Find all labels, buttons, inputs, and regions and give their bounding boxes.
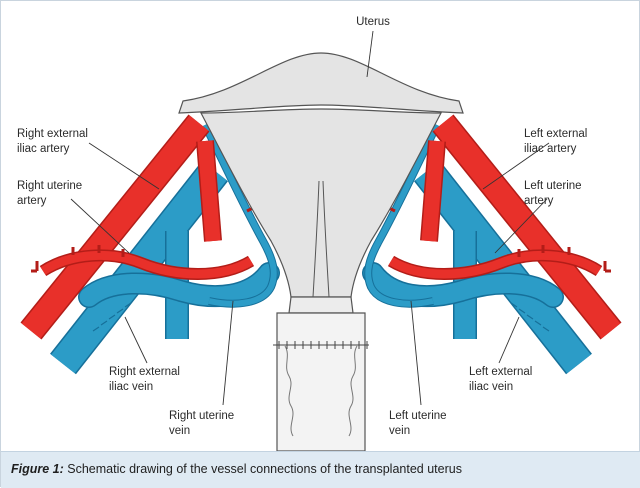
left-external-iliac-vein-label: Left external iliac vein <box>469 366 536 393</box>
uterus-cervix <box>288 296 354 314</box>
uterus <box>178 52 464 451</box>
left-uterine-artery-label-line2: artery <box>524 195 554 207</box>
left-external-iliac-artery-label: Left external iliac artery <box>524 128 591 155</box>
uterus-fundus <box>178 52 464 114</box>
uterus-leader <box>366 30 374 78</box>
right-vein-anastomosis-stitches <box>92 302 132 332</box>
left-vein-anastomosis-stitches <box>510 302 550 332</box>
right-external-iliac-artery-leader <box>88 142 160 190</box>
left-loop-vein-fill <box>363 263 563 307</box>
leader-lines <box>70 30 550 406</box>
right-external-iliac-artery-label-line2: iliac artery <box>17 143 70 155</box>
labels: Uterus Right external iliac artery Right… <box>17 16 591 437</box>
right-external-iliac-artery-label-line1: Right external <box>17 128 88 140</box>
left-uterine-artery-label-line1: Left uterine <box>524 180 582 192</box>
vaginal-wall-folds <box>284 345 358 437</box>
left-uterine-vein-label: Left uterine vein <box>389 410 450 437</box>
left-uterine-artery-label: Left uterine artery <box>524 180 585 207</box>
left-uterine-vein-vessel-fill <box>365 123 440 307</box>
left-uterine-artery-leader <box>494 198 548 254</box>
right-external-iliac-vein-label-line1: Right external <box>109 366 180 378</box>
arteries <box>20 113 622 340</box>
right-external-iliac-artery-label: Right external iliac artery <box>17 128 91 155</box>
right-external-iliac-vein-label: Right external iliac vein <box>109 366 183 393</box>
left-uterine-vein-label-line2: vein <box>389 425 410 437</box>
right-uterine-artery-leader <box>70 198 130 254</box>
figure-number: Figure 1: <box>11 462 64 476</box>
right-uterine-vein-label: Right uterine vein <box>169 410 237 437</box>
left-external-iliac-artery-label-line1: Left external <box>524 128 587 140</box>
right-external-iliac-artery-fill <box>21 115 209 339</box>
caption-bar: Figure 1: Schematic drawing of the vesse… <box>1 451 640 488</box>
vagina <box>276 312 366 451</box>
right-external-iliac-vein-label-line2: iliac vein <box>109 381 153 393</box>
right-uterine-vein-label-line1: Right uterine <box>169 410 234 422</box>
left-internal-iliac-artery-fill <box>421 140 445 242</box>
right-external-iliac-vein-leader <box>124 316 148 364</box>
vaginal-cuff-sutures <box>273 341 369 349</box>
left-external-iliac-artery-leader <box>482 142 550 190</box>
right-uterine-vein-vessel-fill <box>202 123 277 307</box>
left-loop-artery-fill <box>388 251 602 279</box>
left-external-iliac-vein-leader <box>498 316 520 364</box>
left-uterine-vein-label-line1: Left uterine <box>389 410 447 422</box>
right-loop-vein-fill <box>79 263 279 307</box>
right-internal-iliac-artery-fill <box>197 140 221 242</box>
right-uterine-artery-label-line2: artery <box>17 195 47 207</box>
left-external-iliac-artery-fill <box>433 115 621 339</box>
caption-text: Schematic drawing of the vessel connecti… <box>63 462 462 476</box>
right-loop-artery-fill <box>40 251 254 279</box>
uterus-body <box>200 108 442 298</box>
left-external-iliac-vein-label-line2: iliac vein <box>469 381 513 393</box>
vessel-diagram: Uterus Right external iliac artery Right… <box>17 16 622 451</box>
left-external-iliac-vein-label-line1: Left external <box>469 366 532 378</box>
left-uterine-vein-leader <box>410 300 422 406</box>
left-external-iliac-artery-label-line2: iliac artery <box>524 143 577 155</box>
uterus-label: Uterus <box>356 16 390 28</box>
right-uterine-vein-leader <box>222 300 234 406</box>
right-uterine-vein-label-line2: vein <box>169 425 190 437</box>
figure-caption: Figure 1: Schematic drawing of the vesse… <box>11 462 462 476</box>
right-uterine-artery-label: Right uterine artery <box>17 180 85 207</box>
cervical-canal <box>312 180 330 298</box>
right-uterine-artery-label-line1: Right uterine <box>17 180 82 192</box>
